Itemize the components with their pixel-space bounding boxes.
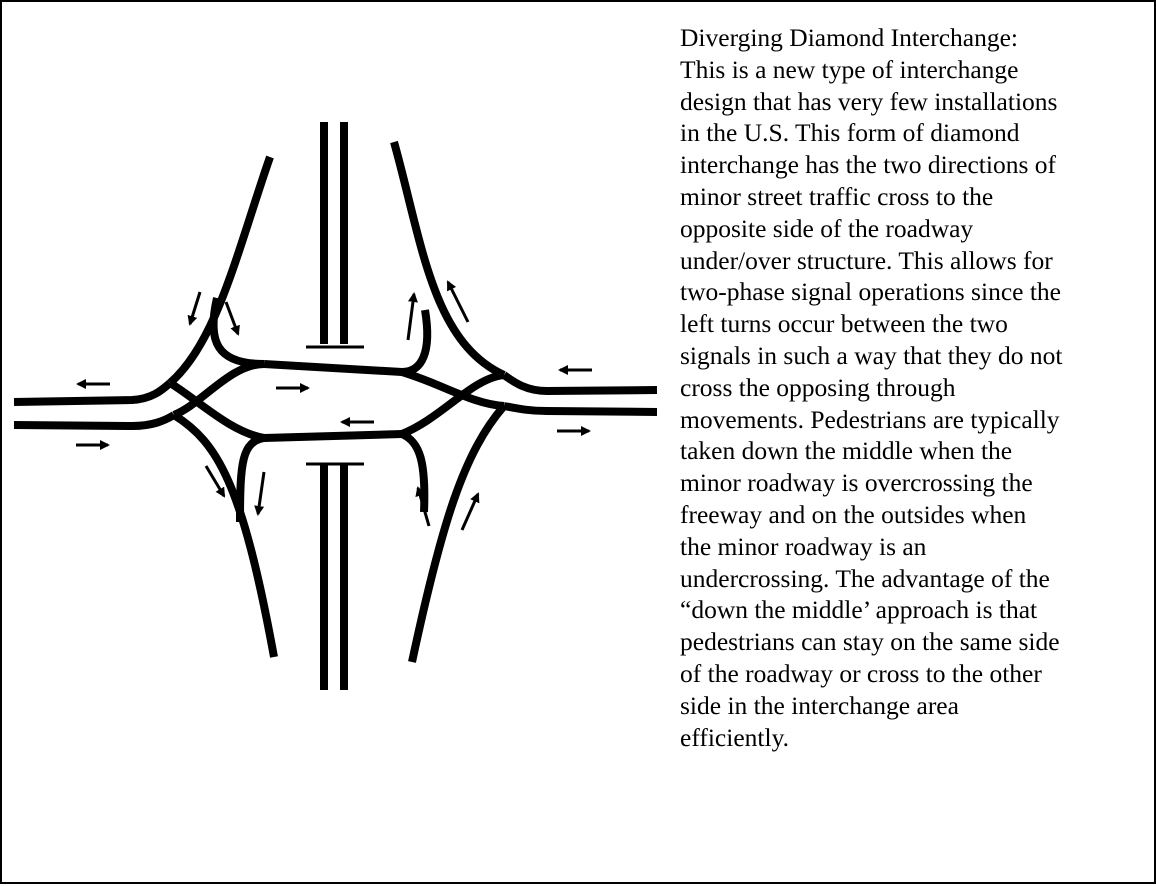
arrow-ramp-se-inner bbox=[415, 486, 431, 527]
arrow-ramp-sw-outer bbox=[204, 465, 226, 498]
description-line: signals in such a way that they do not bbox=[680, 340, 1063, 370]
description-line: in the U.S. This form of diamond bbox=[680, 118, 1020, 148]
description-line: side in the interchange area bbox=[680, 690, 959, 720]
arrow-ramp-nw-inner bbox=[224, 301, 240, 336]
ramp-sw-inner bbox=[236, 434, 265, 523]
description-line: cross the opposing through bbox=[680, 372, 956, 402]
east-approach-upper bbox=[501, 371, 658, 395]
ramp-ne-inner bbox=[401, 309, 432, 376]
arrow-ramp-ne-inner bbox=[406, 292, 418, 341]
bridge-road-south bbox=[263, 430, 403, 442]
description-line: minor roadway is overcrossing the bbox=[680, 468, 1033, 498]
description-line: This is a new type of interchange bbox=[680, 54, 1019, 84]
arrow-ramp-ne-outer bbox=[446, 280, 470, 323]
description-line: two-phase signal operations since the bbox=[680, 277, 1061, 307]
ramp-se-outer bbox=[408, 403, 508, 663]
description-line: Diverging Diamond Interchange: bbox=[680, 23, 1019, 52]
ramp-se-inner bbox=[400, 430, 429, 513]
arrow-ramp-nw-outer bbox=[187, 291, 202, 326]
description-line: minor street traffic cross to the bbox=[680, 181, 994, 211]
description-line: movements. Pedestrians are typically bbox=[680, 404, 1060, 434]
description-line: the minor roadway is an bbox=[680, 531, 927, 561]
east-crossover-a bbox=[400, 368, 505, 410]
description-line: of the roadway or cross to the other bbox=[680, 658, 1042, 688]
interchange-diagram bbox=[13, 122, 658, 690]
description-line: freeway and on the outsides when bbox=[680, 499, 1027, 529]
description-line: under/over structure. This allows for bbox=[680, 245, 1053, 275]
description-line: left turns occur between the two bbox=[680, 309, 1008, 339]
arrow-ramp-sw-inner bbox=[254, 471, 266, 516]
description-line: efficiently. bbox=[680, 722, 790, 752]
description-text: Diverging Diamond Interchange:This is a … bbox=[680, 22, 1154, 753]
description-line: pedestrians can stay on the same side bbox=[680, 627, 1060, 657]
description-line: design that has very few installations bbox=[680, 86, 1058, 116]
west-crossover-b bbox=[172, 360, 265, 419]
east-approach-lower bbox=[503, 402, 658, 416]
west-crossover-a bbox=[167, 379, 265, 442]
ramp-ne-outer bbox=[390, 140, 506, 379]
description-line: taken down the middle when the bbox=[680, 436, 1013, 466]
description-line: undercrossing. The advantage of the bbox=[680, 563, 1050, 593]
bridge-road-north bbox=[263, 360, 403, 376]
description-line: opposite side of the roadway bbox=[680, 213, 974, 243]
ramp-nw-outer bbox=[167, 155, 274, 387]
west-approach-lower bbox=[13, 411, 177, 430]
ramp-sw-outer bbox=[171, 411, 278, 658]
west-approach-upper bbox=[13, 379, 173, 406]
description-line: interchange has the two directions of bbox=[680, 150, 1057, 180]
ramp-nw-inner bbox=[209, 297, 265, 368]
description-line: “down the middle’ approach is that bbox=[680, 595, 1038, 625]
east-crossover-b bbox=[400, 371, 505, 438]
arrow-ramp-se-outer bbox=[460, 492, 480, 531]
